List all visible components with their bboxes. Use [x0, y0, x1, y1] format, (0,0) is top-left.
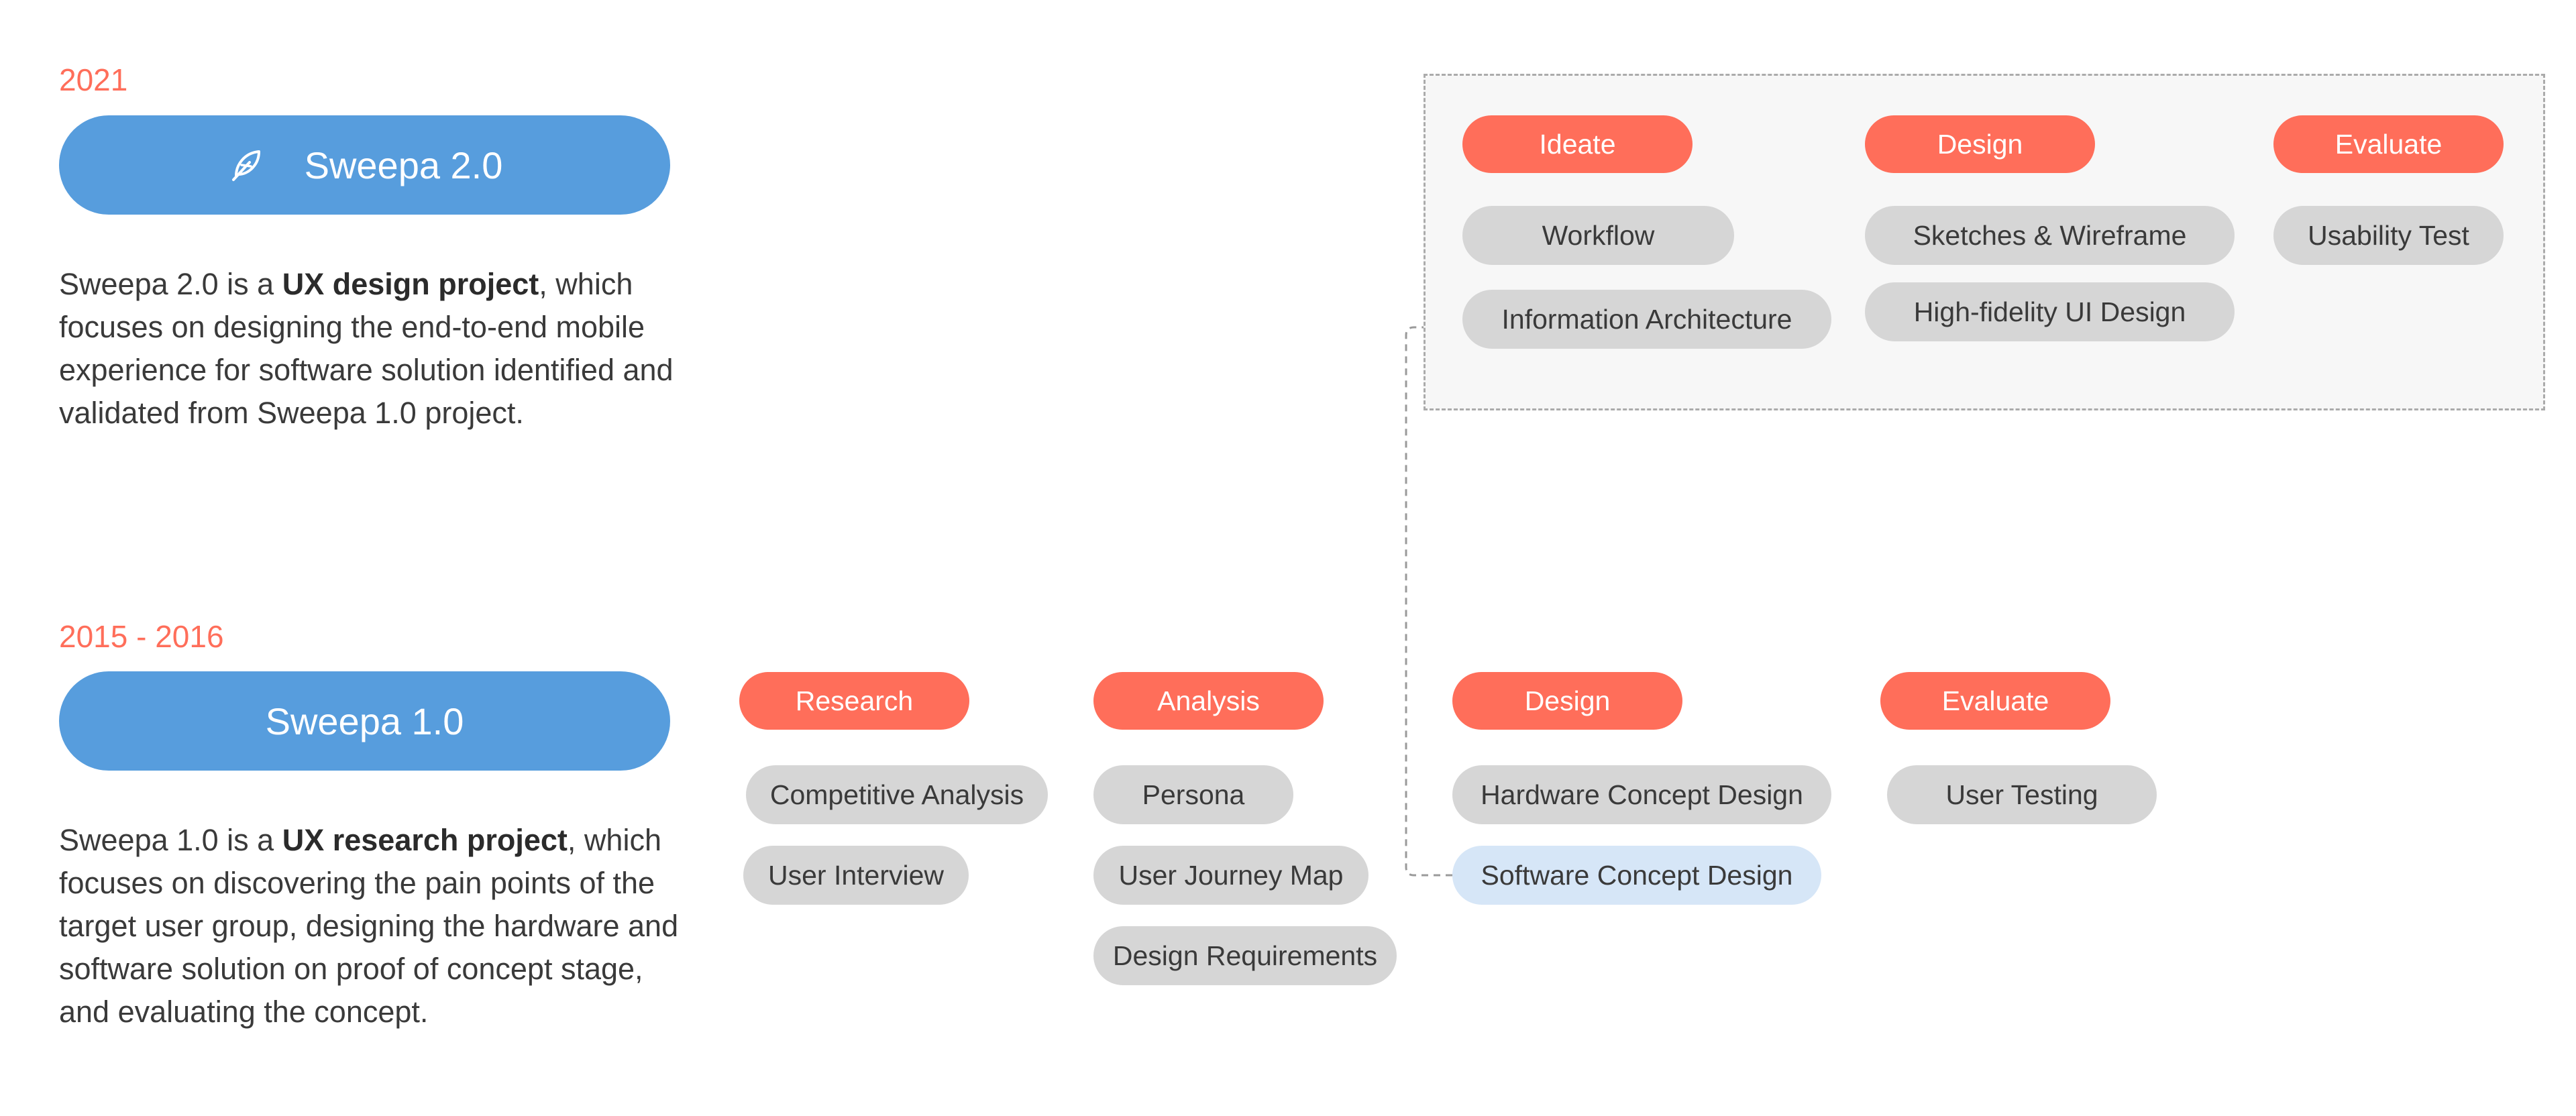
stage-evaluate: Evaluate — [1880, 672, 2110, 730]
project-title: Sweepa 2.0 — [304, 144, 503, 186]
item-workflow: Workflow — [1462, 206, 1734, 265]
item-sketches-wireframe: Sketches & Wireframe — [1865, 206, 2235, 265]
year-label-2015-2016: 2015 - 2016 — [59, 619, 224, 654]
item-design-requirements: Design Requirements — [1093, 926, 1397, 985]
item-information-architecture: Information Architecture — [1462, 290, 1831, 349]
project-sweepa-2: Sweepa 2.0 — [59, 115, 670, 215]
stage-ideate: Ideate — [1462, 115, 1693, 173]
item-persona: Persona — [1093, 765, 1293, 824]
project-sweepa-1: Sweepa 1.0 — [59, 671, 670, 771]
item-user-testing: User Testing — [1887, 765, 2157, 824]
item-user-interview: User Interview — [743, 846, 969, 905]
project-title: Sweepa 1.0 — [265, 700, 464, 742]
stage-analysis: Analysis — [1093, 672, 1324, 730]
project-description-v1: Sweepa 1.0 is a UX research project, whi… — [59, 823, 679, 1029]
item-user-journey-map: User Journey Map — [1093, 846, 1368, 905]
feather-pen-icon — [227, 145, 267, 185]
item-competitive-analysis: Competitive Analysis — [746, 765, 1048, 824]
project-description-v2: Sweepa 2.0 is a UX design project, which… — [59, 267, 674, 430]
item-software-concept-design: Software Concept Design — [1452, 846, 1821, 905]
item-hardware-concept-design: Hardware Concept Design — [1452, 765, 1831, 824]
stage-research: Research — [739, 672, 969, 730]
stage-design: Design — [1865, 115, 2095, 173]
year-label-2021: 2021 — [59, 62, 128, 97]
stage-evaluate: Evaluate — [2273, 115, 2504, 173]
stage-design: Design — [1452, 672, 1682, 730]
item-usability-test: Usability Test — [2273, 206, 2504, 265]
item-high-fidelity-ui-design: High-fidelity UI Design — [1865, 282, 2235, 341]
